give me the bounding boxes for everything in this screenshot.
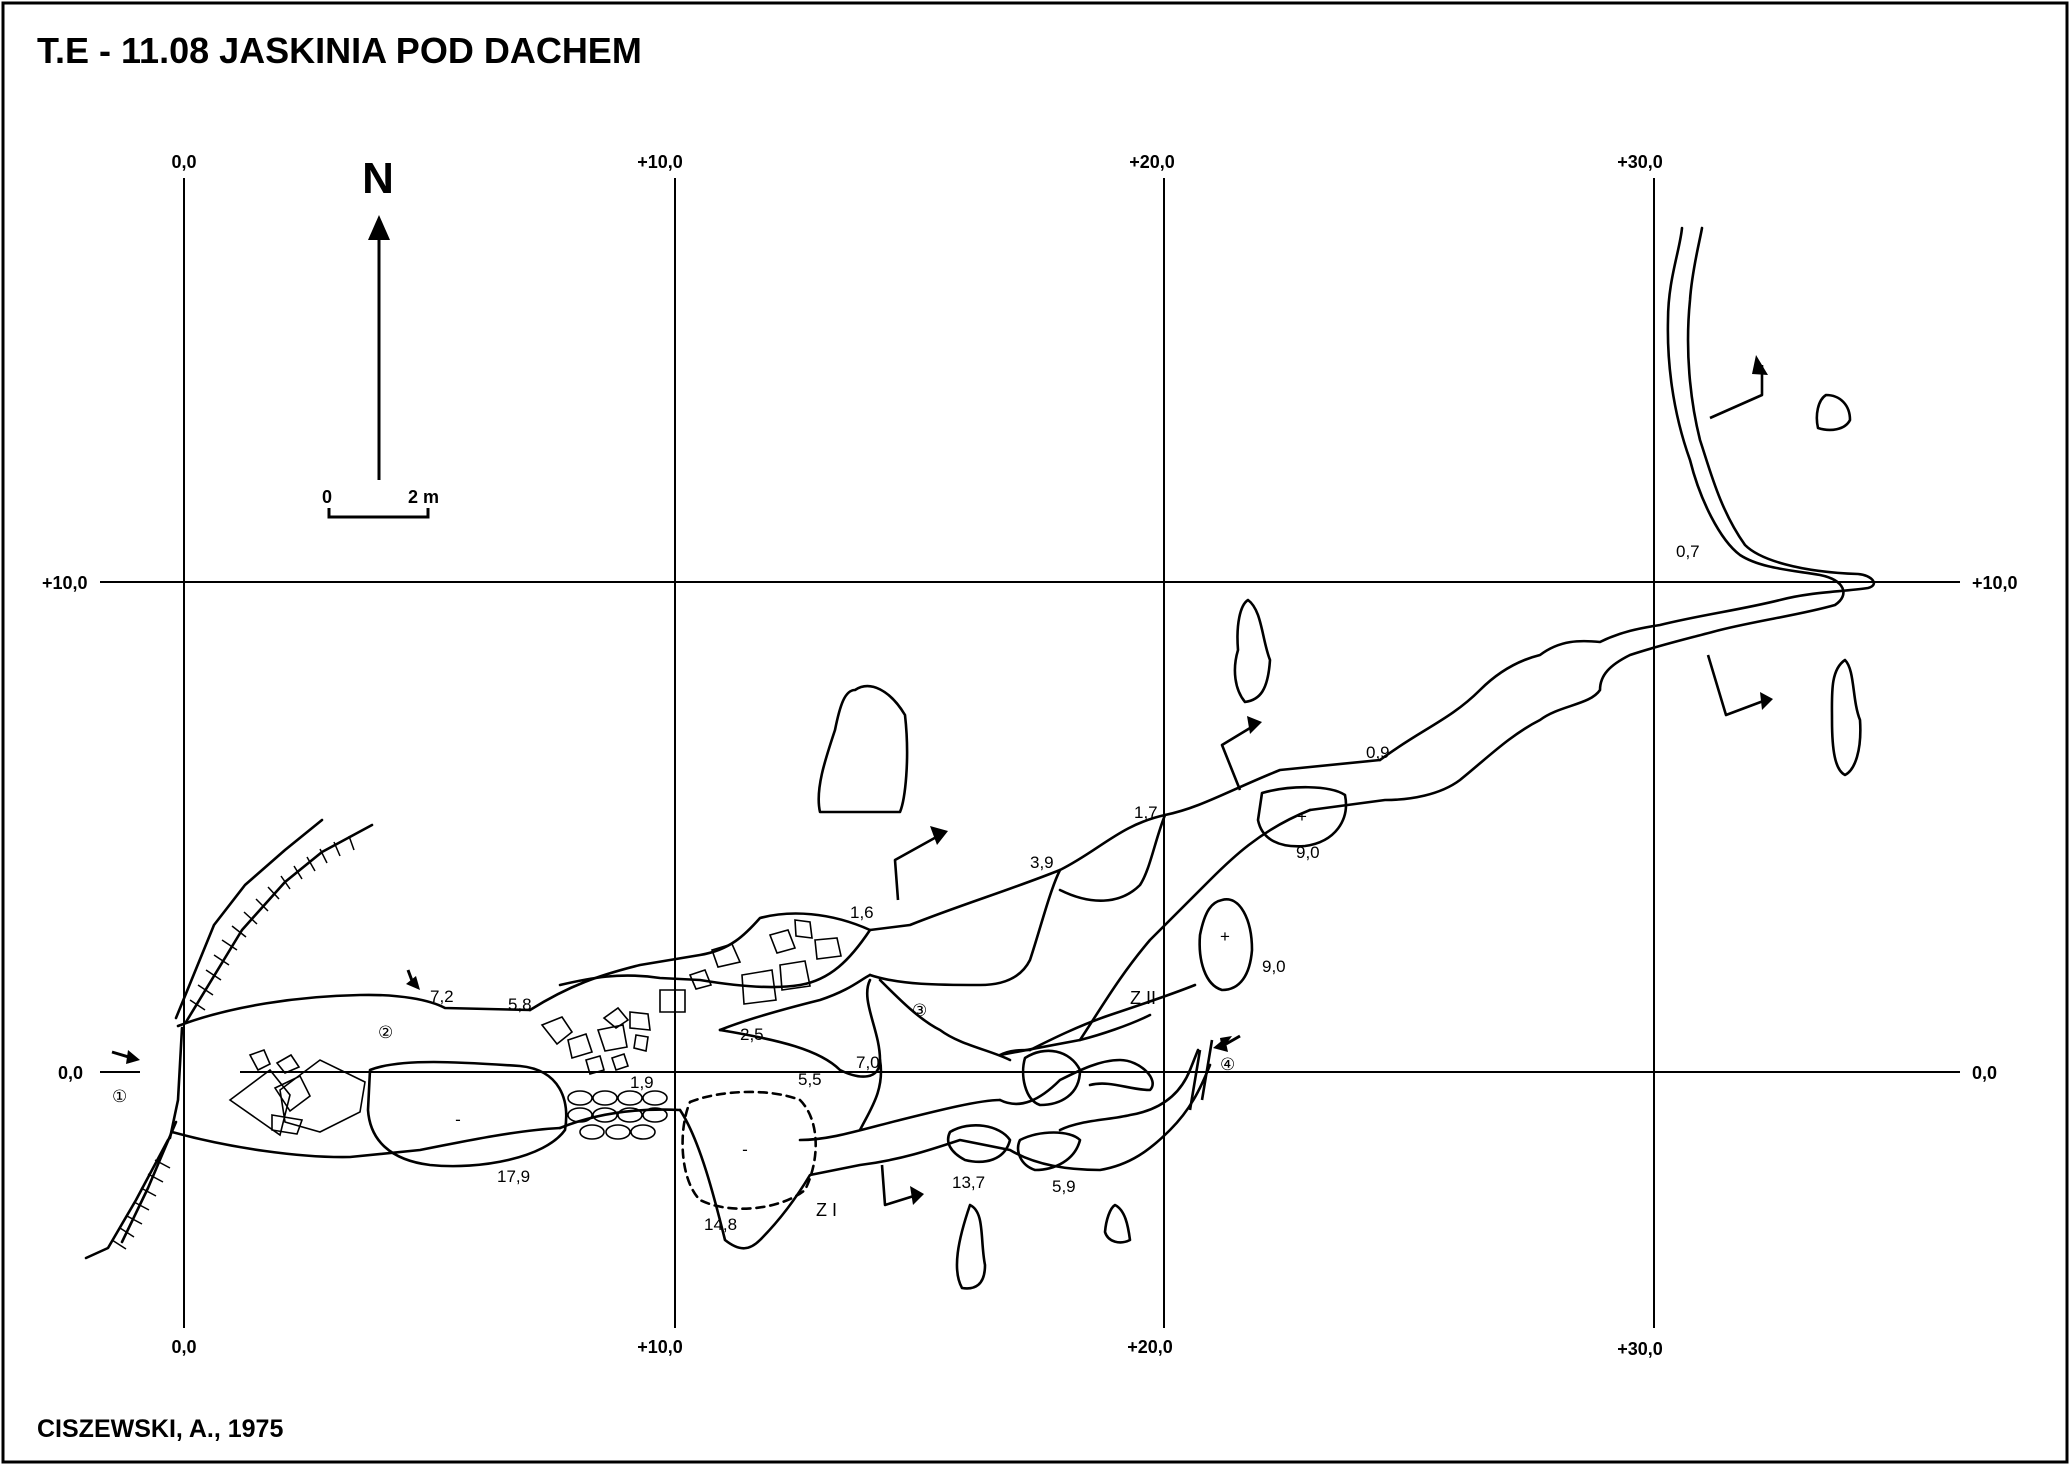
bottom-tick-label: +20,0 — [1127, 1337, 1173, 1357]
zone-label: Z I — [816, 1200, 837, 1220]
scale-end-label: 2 m — [408, 487, 439, 507]
top-tick-labels: 0,0 +10,0 +20,0 +30,0 — [171, 152, 1662, 172]
depth-label: 14,8 — [704, 1215, 737, 1234]
depth-labels: 7,2 5,8 1,6 3,9 1,7 0,9 0,7 2,5 1,9 5,5 … — [430, 542, 1700, 1234]
bottom-tick-label: 0,0 — [171, 1337, 196, 1357]
depth-label: 3,9 — [1030, 853, 1054, 872]
left-tick-label: 0,0 — [58, 1063, 83, 1083]
entrance-label-2: ② — [378, 1023, 393, 1042]
depth-label: 7,2 — [430, 987, 454, 1006]
small-pits — [946, 1049, 1082, 1172]
depth-label: 9,0 — [1296, 843, 1320, 862]
bottom-tick-labels: 0,0 +10,0 +20,0 +30,0 — [171, 1337, 1662, 1359]
cave-passage — [168, 226, 1876, 1250]
shaft-central: - — [681, 1090, 817, 1210]
shaft-west: - — [366, 1060, 568, 1168]
outcrops — [817, 393, 1862, 1290]
right-tick-label: +10,0 — [1972, 573, 2018, 593]
depth-label: 1,9 — [630, 1073, 654, 1092]
top-tick-label: +20,0 — [1129, 152, 1175, 172]
scale-bar: 0 2 m — [322, 487, 439, 519]
depth-label: 1,6 — [850, 903, 874, 922]
zone-labels: Z II Z I — [816, 988, 1156, 1220]
scale-start-label: 0 — [322, 487, 332, 507]
map-title: T.E - 11.08 JASKINIA POD DACHEM — [37, 30, 642, 71]
coordinate-grid — [100, 178, 1960, 1328]
bottom-tick-label: +30,0 — [1617, 1339, 1663, 1359]
shaft-east-lower: + — [1198, 898, 1254, 992]
boulders — [228, 919, 842, 1137]
north-label: N — [362, 154, 394, 203]
shaft-sign: - — [455, 1110, 461, 1129]
depth-label: 13,7 — [952, 1173, 985, 1192]
entrance-markers: ① ② ③ ④ — [111, 969, 1241, 1106]
top-tick-label: 0,0 — [171, 152, 196, 172]
shaft-sign: + — [1220, 927, 1230, 946]
entrance-label-3: ③ — [912, 1001, 927, 1020]
depth-label: 17,9 — [497, 1167, 530, 1186]
shaft-sign: - — [742, 1140, 748, 1159]
depth-label: 5,9 — [1052, 1177, 1076, 1196]
north-arrow: N — [362, 154, 394, 480]
cobble-floor — [567, 1090, 668, 1140]
side-tick-labels: +10,0 0,0 +10,0 0,0 — [42, 573, 2018, 1083]
depth-label: 0,7 — [1676, 542, 1700, 561]
entrance-label-4: ④ — [1220, 1055, 1235, 1074]
depth-label: 5,8 — [508, 995, 532, 1014]
depth-label: 2,5 — [740, 1025, 764, 1044]
right-tick-label: 0,0 — [1972, 1063, 1997, 1083]
depth-label: 5,5 — [798, 1070, 822, 1089]
left-tick-label: +10,0 — [42, 573, 88, 593]
entrance-label-1: ① — [112, 1087, 127, 1106]
shaft-east-upper: + — [1256, 785, 1348, 848]
map-author: CISZEWSKI, A., 1975 — [37, 1415, 283, 1443]
shaft-sign: + — [1297, 807, 1307, 826]
depth-label: 1,7 — [1134, 803, 1158, 822]
depth-label: 9,0 — [1262, 957, 1286, 976]
bottom-tick-label: +10,0 — [637, 1337, 683, 1357]
top-tick-label: +10,0 — [637, 152, 683, 172]
top-tick-label: +30,0 — [1617, 152, 1663, 172]
section-arrows — [880, 355, 1773, 1207]
depth-label: 7,0 — [856, 1053, 880, 1072]
depth-label: 0,9 — [1366, 743, 1390, 762]
entrance-slope — [84, 818, 374, 1260]
zone-label: Z II — [1130, 988, 1156, 1008]
